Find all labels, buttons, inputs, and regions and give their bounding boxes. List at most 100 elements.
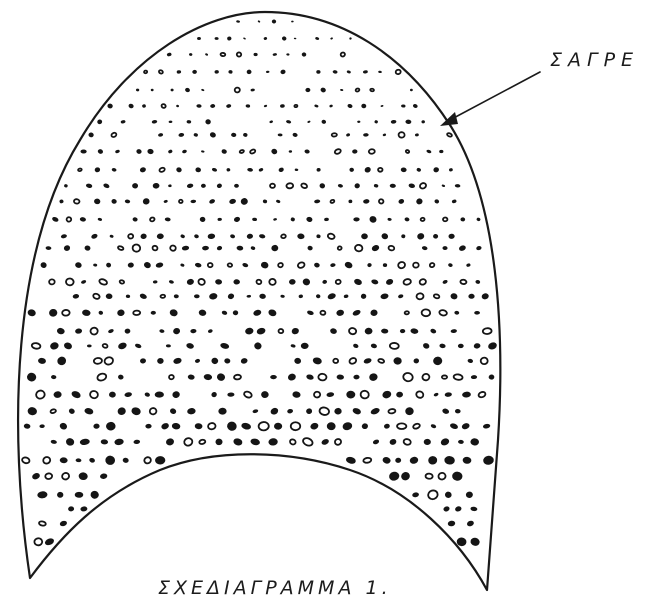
speckle-dot: [208, 263, 213, 267]
speckle-dot: [143, 261, 152, 269]
speckle-dot: [429, 262, 435, 267]
speckle-dot: [322, 279, 328, 284]
speckle-dot: [23, 423, 30, 429]
speckle-field: [21, 19, 497, 546]
speckle-dot: [234, 87, 240, 93]
speckle-dot: [190, 199, 196, 203]
speckle-dot: [401, 167, 407, 172]
speckle-dot: [227, 293, 235, 300]
speckle-dot: [372, 439, 379, 445]
speckle-dot: [243, 133, 248, 138]
speckle-dot: [186, 120, 191, 124]
speckle-dot: [476, 217, 481, 222]
speckle-dot: [259, 234, 266, 239]
speckle-dot: [455, 409, 461, 414]
speckle-dot: [324, 217, 329, 221]
speckle-dot: [450, 329, 457, 333]
speckle-dot: [109, 234, 114, 238]
speckle-dot: [316, 294, 321, 299]
speckle-dot: [49, 279, 55, 284]
speckle-dot: [412, 103, 418, 108]
speckle-dot: [195, 262, 202, 268]
speckle-dot: [190, 329, 196, 334]
speckle-dot: [447, 133, 453, 138]
speckle-dot: [256, 279, 262, 284]
speckle-dot: [306, 216, 313, 223]
speckle-dot: [363, 457, 372, 463]
speckle-dot: [280, 69, 286, 75]
speckle-dot: [59, 199, 64, 204]
speckle-dot: [182, 245, 190, 251]
speckle-dot: [56, 355, 67, 366]
speckle-dot: [91, 233, 99, 240]
speckle-dot: [450, 293, 458, 301]
speckle-dot: [44, 537, 55, 546]
speckle-dot: [269, 120, 273, 123]
speckle-dot: [241, 422, 252, 431]
speckle-dot: [89, 390, 99, 399]
speckle-dot: [466, 263, 471, 268]
speckle-dot: [345, 456, 356, 465]
speckle-dot: [369, 149, 375, 154]
speckle-dot: [150, 217, 156, 222]
speckle-dot: [180, 263, 185, 267]
speckle-dot: [344, 261, 354, 270]
speckle-dot: [319, 407, 330, 416]
pointer-arrow-shaft: [448, 72, 540, 121]
speckle-dot: [246, 233, 253, 239]
speckle-dot: [50, 409, 56, 414]
speckle-dot: [458, 344, 464, 348]
speckle-dot: [321, 119, 326, 124]
speckle-dot: [442, 246, 447, 250]
speckle-dot: [94, 167, 101, 174]
speckle-dot: [451, 199, 457, 204]
speckle-dot: [314, 199, 321, 203]
speckle-dot: [126, 294, 131, 298]
speckle-dot: [405, 311, 409, 314]
speckle-dot: [291, 21, 294, 23]
speckle-dot: [314, 104, 319, 108]
speckle-dot: [272, 53, 277, 56]
speckle-dot: [360, 293, 366, 299]
speckle-dot: [361, 104, 366, 109]
speckle-dot: [334, 408, 342, 415]
speckle-dot: [426, 149, 432, 154]
speckle-dot: [329, 104, 333, 107]
speckle-dot: [270, 184, 275, 188]
speckle-dot: [401, 234, 406, 238]
speckle-dot: [391, 120, 397, 124]
speckle-dot: [289, 150, 292, 153]
speckle-dot: [363, 357, 372, 364]
speckle-dot: [87, 344, 92, 347]
speckle-dot: [320, 310, 325, 315]
speckle-dot: [453, 374, 463, 381]
speckle-dot: [454, 505, 462, 512]
speckle-dot: [118, 374, 124, 380]
speckle-dot: [306, 374, 315, 381]
speckle-dot: [201, 184, 206, 188]
speckle-dot: [192, 70, 197, 74]
speckle-dot: [447, 520, 455, 527]
speckle-dot: [176, 167, 183, 173]
speckle-dot: [220, 342, 230, 350]
speckle-dot: [280, 104, 285, 108]
speckle-dot: [327, 292, 337, 300]
speckle-dot: [403, 438, 411, 445]
speckle-dot: [208, 423, 216, 430]
speckle-dot: [316, 70, 320, 74]
speckle-dot: [458, 440, 464, 444]
speckle-dot: [103, 183, 110, 189]
speckle-dot: [49, 308, 58, 317]
speckle-dot: [378, 71, 382, 74]
speckle-dot: [153, 183, 160, 189]
speckle-dot: [393, 357, 402, 365]
speckle-dot: [68, 408, 76, 415]
speckle-dot: [470, 537, 481, 547]
speckle-dot: [186, 342, 195, 349]
speckle-dot: [147, 148, 154, 154]
speckle-dot: [401, 104, 405, 107]
speckle-dot: [330, 37, 333, 40]
speckle-dot: [226, 168, 230, 172]
speckle-dot: [430, 423, 437, 428]
speckle-dot: [34, 538, 42, 546]
